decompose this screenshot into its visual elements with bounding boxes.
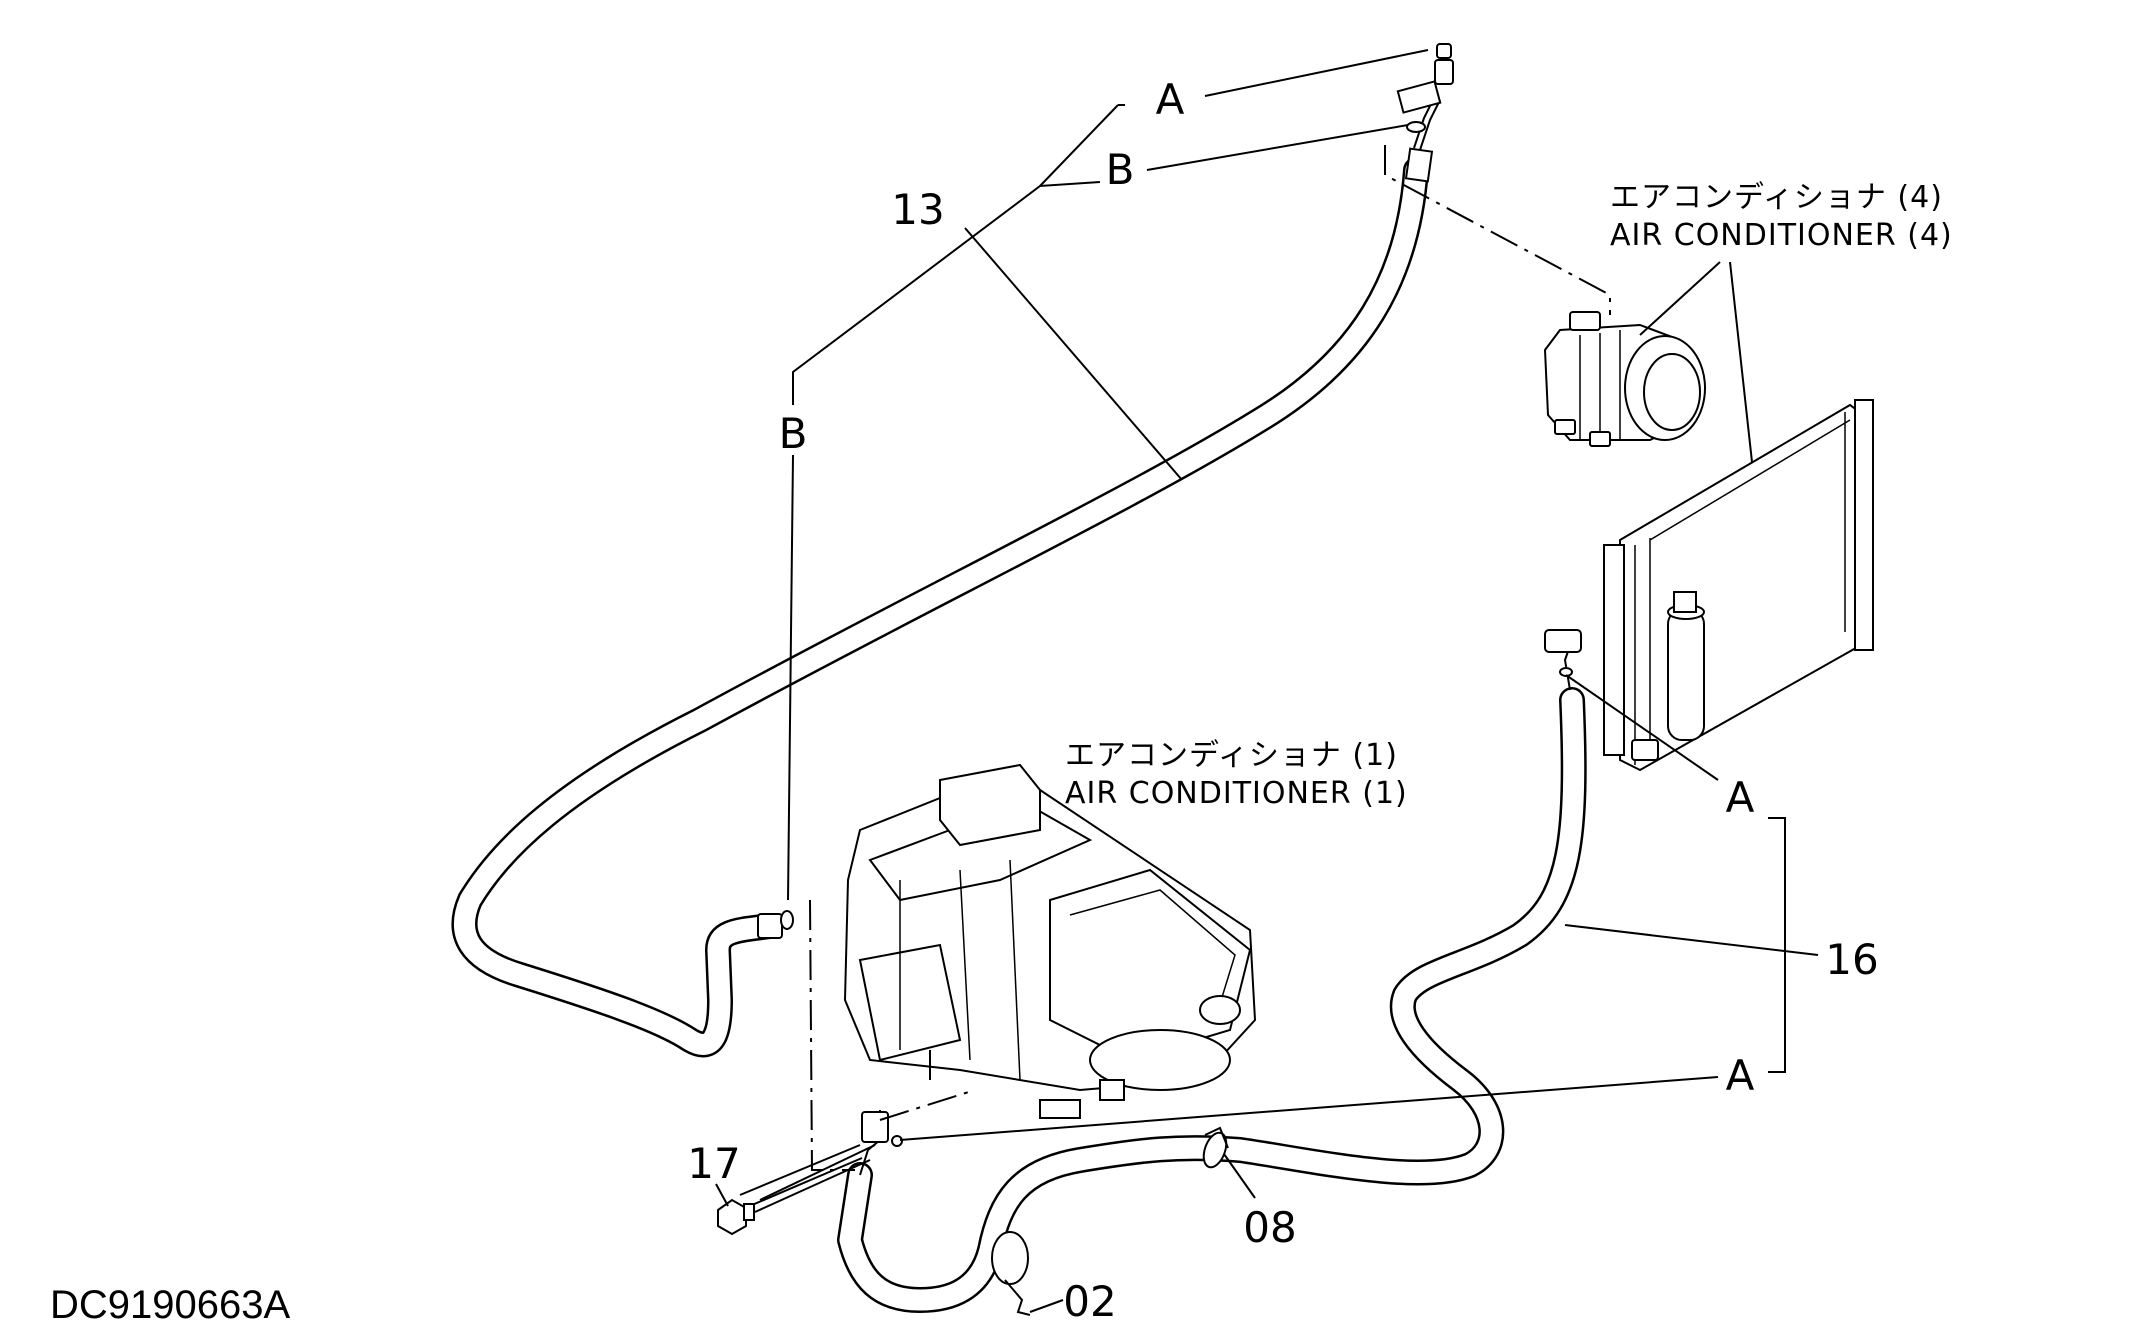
left-fitting — [757, 910, 794, 939]
note-ac1-english: AIR CONDITIONER (1) — [1065, 776, 1408, 811]
hose-16 — [837, 629, 1587, 1313]
part-number-02: 02 — [1063, 1277, 1116, 1326]
label-a-right-lower: A — [1726, 1051, 1755, 1100]
bolt-17 — [717, 1144, 863, 1236]
hose-13 — [451, 157, 1429, 1058]
lower-bracket — [754, 1110, 903, 1213]
part-number-08: 08 — [1243, 1203, 1296, 1252]
part-number-16: 16 — [1825, 935, 1878, 984]
evaporator-unit — [843, 763, 1257, 1119]
label-b-left: B — [779, 409, 808, 458]
label-a-top: A — [1156, 75, 1185, 124]
clip-02 — [991, 1231, 1031, 1316]
top-fitting — [1396, 43, 1454, 183]
compressor — [1543, 311, 1706, 447]
clip-08 — [1202, 1126, 1229, 1169]
label-a-right-upper: A — [1726, 773, 1755, 822]
part-number-17: 17 — [687, 1139, 740, 1188]
note-ac4-english: AIR CONDITIONER (4) — [1610, 218, 1953, 253]
label-b-top: B — [1106, 145, 1135, 194]
part-number-13: 13 — [891, 185, 944, 234]
condenser — [1603, 399, 1874, 772]
note-ac1-japanese: エアコンディショナ (1) — [1065, 738, 1398, 773]
note-ac4-japanese: エアコンディショナ (4) — [1610, 180, 1943, 215]
leader-lines — [715, 49, 1819, 1313]
dash-dot-lines — [809, 145, 1611, 1171]
document-id: DC9190663A — [50, 1283, 290, 1327]
